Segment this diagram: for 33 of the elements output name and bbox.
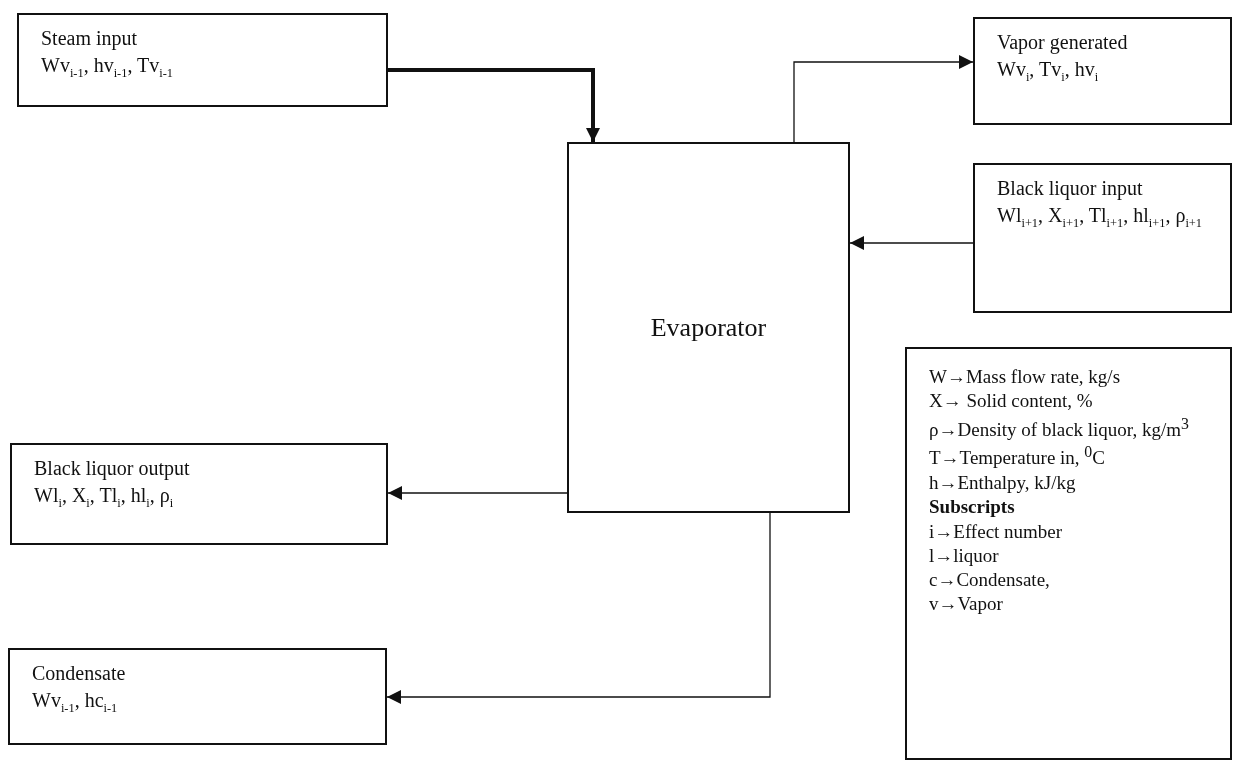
box-title: Evaporator (650, 311, 767, 344)
box-title: Condensate (32, 661, 127, 686)
notation-text: i→Effect number (929, 519, 1064, 544)
arrow (388, 68, 600, 142)
notation-text: T→Temperature in, $^{0}$C (929, 442, 1106, 471)
arrow (793, 55, 974, 143)
variable-list: Wv$_{i-1}$, hc$_{i-1}$ (32, 687, 377, 717)
notation-text: h→Enthalpy, kJ/kg (929, 470, 1077, 495)
box-title: Steam input (41, 26, 139, 52)
box-title: Black liquor output (34, 456, 191, 482)
notation-text: c→Condensate, (929, 568, 1051, 593)
process-box (973, 17, 1232, 125)
arrow (387, 486, 568, 500)
variable-list: Wv$_{i-1}$, hv$_{i-1}$, Tv$_{i-1}$ (41, 52, 378, 82)
arrow (386, 512, 771, 704)
process-box (17, 13, 388, 107)
notation-text: X→ Solid content, % (929, 389, 1094, 414)
variable-list: Wl$_{i}$, X$_{i}$, Tl$_{i}$, hl$_{i}$, ρ$_{i}$ (34, 482, 378, 512)
notation-text: v→Vapor (929, 592, 1004, 617)
box-title: Vapor generated (997, 30, 1129, 56)
variable-list: Wl$_{i+1}$, X$_{i+1}$, Tl$_{i+1}$, hl$_{i+1}$, ρ$_{i+1}$ (997, 202, 1222, 232)
notation-text: W→Mass flow rate, kg/s (929, 365, 1122, 389)
evaporator-box (567, 142, 850, 513)
process-box (8, 648, 387, 745)
notation-text: Subscripts (929, 495, 1016, 520)
notation-text: l→liquor (929, 543, 1000, 568)
process-box (973, 163, 1232, 313)
process-box (10, 443, 388, 545)
variable-list: Wv$_{i}$, Tv$_{i}$, hv$_{i}$ (997, 56, 1222, 86)
arrow (849, 236, 974, 250)
notation-box (905, 347, 1232, 760)
box-title: Black liquor input (997, 176, 1144, 202)
notation-text: ρ→Density of black liquor, kg/m$^{3}$ (929, 413, 1190, 442)
